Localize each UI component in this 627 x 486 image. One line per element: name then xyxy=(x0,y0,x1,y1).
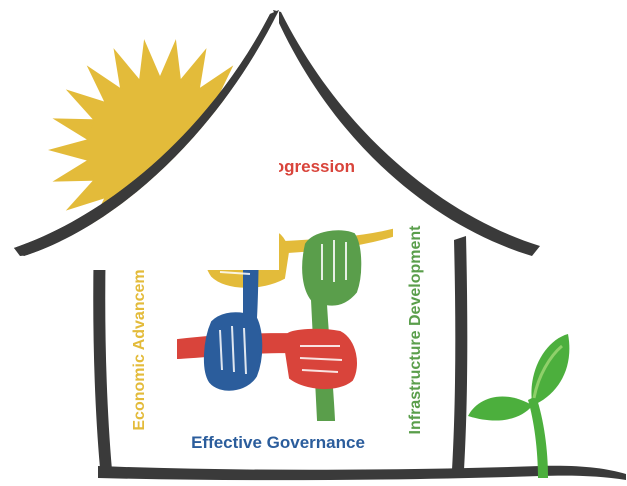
wall-left xyxy=(93,236,112,470)
label-infrastructure-development: Infrastructure Development xyxy=(407,225,424,435)
hand-yellow xyxy=(203,224,393,288)
sprout-icon xyxy=(468,334,570,478)
linked-hands-icon xyxy=(177,204,393,421)
label-social-progression: Social Progression xyxy=(201,157,355,176)
label-effective-governance: Effective Governance xyxy=(191,433,365,452)
hand-green xyxy=(302,230,362,421)
label-economic-advancement: Economic Advancement xyxy=(131,245,148,431)
wall-right xyxy=(452,236,468,470)
roof-right xyxy=(273,10,540,256)
ground-line xyxy=(98,465,626,481)
